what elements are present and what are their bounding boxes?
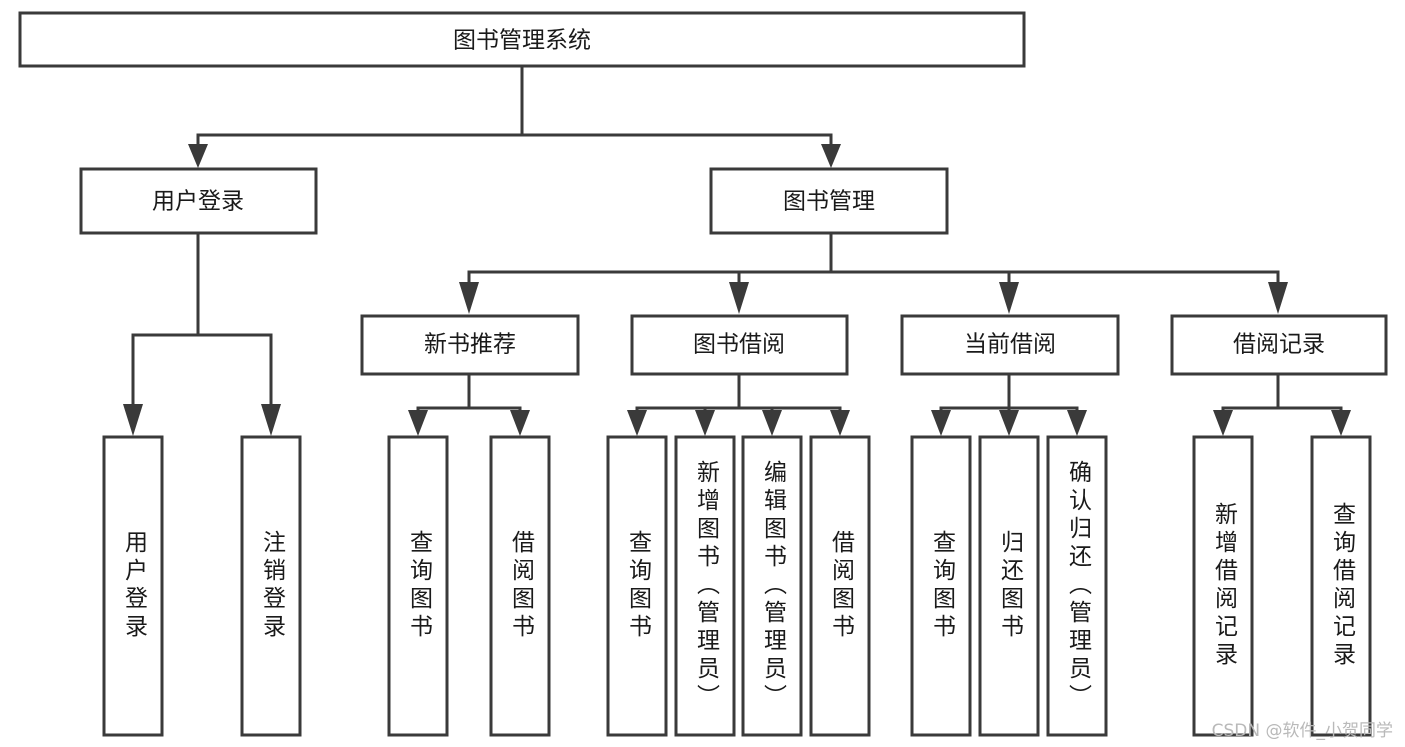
node-leaf-user-login-1[interactable]: 用户登录 xyxy=(102,435,164,737)
node-leaf-current-borrow-2[interactable]: 归还图书 xyxy=(978,435,1040,737)
node-book-management-rect[interactable] xyxy=(709,167,949,235)
arrow-user-login-leaf-1 xyxy=(123,404,143,436)
node-book-management[interactable]: 图书管理 xyxy=(709,167,949,235)
node-leaf-current-borrow-3-rect[interactable] xyxy=(1046,435,1108,737)
node-leaf-book-borrow-4-rect[interactable] xyxy=(809,435,871,737)
node-leaf-borrow-record-1[interactable]: 新增借阅记录 xyxy=(1192,435,1254,737)
node-current-borrow-label: 当前借阅 xyxy=(964,332,1056,358)
node-leaf-current-borrow-1[interactable]: 查询图书 xyxy=(910,435,972,737)
node-leaf-current-borrow-2-label: 归还图书 xyxy=(997,530,1025,642)
node-leaf-book-borrow-2-rect[interactable] xyxy=(674,435,736,737)
node-leaf-new-book-2[interactable]: 借阅图书 xyxy=(489,435,551,737)
node-borrow-record-label: 借阅记录 xyxy=(1233,332,1325,358)
node-leaf-book-borrow-2-label: 新增图书（管理员） xyxy=(693,460,721,712)
node-leaf-user-login-2[interactable]: 注销登录 xyxy=(240,435,302,737)
node-leaf-current-borrow-3[interactable]: 确认归还（管理员） xyxy=(1046,435,1108,737)
node-user-login-rect[interactable] xyxy=(79,167,318,235)
connector-layer xyxy=(123,64,1351,436)
arrow-book-mgmt-to-book-borrow xyxy=(729,282,749,314)
node-leaf-new-book-2-rect[interactable] xyxy=(489,435,551,737)
node-new-book-recommend-rect[interactable] xyxy=(360,314,580,376)
node-root-rect[interactable] xyxy=(18,11,1026,68)
node-leaf-borrow-record-1-label: 新增借阅记录 xyxy=(1211,502,1239,670)
node-borrow-record[interactable]: 借阅记录 xyxy=(1170,314,1388,376)
node-leaf-borrow-record-2-label: 查询借阅记录 xyxy=(1329,502,1357,670)
arrow-new-book-leaf-1 xyxy=(408,410,428,436)
arrow-book-mgmt-to-borrow-record xyxy=(1268,282,1288,314)
node-new-book-recommend-label: 新书推荐 xyxy=(424,332,516,358)
node-leaf-current-borrow-3-label: 确认归还（管理员） xyxy=(1065,460,1093,712)
node-leaf-new-book-2-label: 借阅图书 xyxy=(508,530,536,642)
node-leaf-user-login-1-label: 用户登录 xyxy=(121,530,149,642)
node-leaf-current-borrow-1-rect[interactable] xyxy=(910,435,972,737)
node-leaf-new-book-1-rect[interactable] xyxy=(387,435,449,737)
arrow-borrow-record-leaf-2 xyxy=(1331,410,1351,436)
node-leaf-user-login-2-rect[interactable] xyxy=(240,435,302,737)
node-current-borrow[interactable]: 当前借阅 xyxy=(900,314,1120,376)
arrow-book-borrow-leaf-1 xyxy=(627,410,647,436)
arrow-current-borrow-leaf-3 xyxy=(1067,410,1087,436)
node-leaf-user-login-1-rect[interactable] xyxy=(102,435,164,737)
node-leaf-book-borrow-1-rect[interactable] xyxy=(606,435,668,737)
node-leaf-borrow-record-2[interactable]: 查询借阅记录 xyxy=(1310,435,1372,737)
arrow-book-borrow-leaf-2 xyxy=(695,410,715,436)
node-leaf-book-borrow-3[interactable]: 编辑图书（管理员） xyxy=(741,435,803,737)
arrow-user-login-leaf-2 xyxy=(261,404,281,436)
arrow-new-book-leaf-2 xyxy=(510,410,530,436)
node-root-system[interactable]: 图书管理系统 xyxy=(18,11,1026,68)
arrow-book-mgmt-to-current-borrow xyxy=(999,282,1019,314)
node-leaf-book-borrow-4-label: 借阅图书 xyxy=(828,530,856,642)
arrow-current-borrow-leaf-2 xyxy=(999,410,1019,436)
node-leaf-borrow-record-2-rect[interactable] xyxy=(1310,435,1372,737)
arrow-current-borrow-leaf-1 xyxy=(931,410,951,436)
node-leaf-current-borrow-1-label: 查询图书 xyxy=(929,530,957,642)
node-leaf-borrow-record-1-rect[interactable] xyxy=(1192,435,1254,737)
arrow-book-borrow-leaf-4 xyxy=(830,410,850,436)
node-new-book-recommend[interactable]: 新书推荐 xyxy=(360,314,580,376)
arrow-root-to-book-mgmt xyxy=(821,144,841,168)
node-leaf-book-borrow-3-label: 编辑图书（管理员） xyxy=(760,460,788,712)
node-book-management-label: 图书管理 xyxy=(783,189,875,215)
node-root-label: 图书管理系统 xyxy=(453,28,591,54)
arrow-book-mgmt-to-new-book xyxy=(459,282,479,314)
node-user-login-label: 用户登录 xyxy=(152,189,244,215)
node-leaf-user-login-2-label: 注销登录 xyxy=(259,530,287,642)
node-leaf-current-borrow-2-rect[interactable] xyxy=(978,435,1040,737)
node-borrow-record-rect[interactable] xyxy=(1170,314,1388,376)
node-user-login[interactable]: 用户登录 xyxy=(79,167,318,235)
arrow-book-borrow-leaf-3 xyxy=(762,410,782,436)
node-leaf-book-borrow-2[interactable]: 新增图书（管理员） xyxy=(674,435,736,737)
node-book-borrow-label: 图书借阅 xyxy=(693,332,785,358)
node-leaf-book-borrow-1[interactable]: 查询图书 xyxy=(606,435,668,737)
node-leaf-book-borrow-4[interactable]: 借阅图书 xyxy=(809,435,871,737)
node-leaf-new-book-1-label: 查询图书 xyxy=(406,530,434,642)
arrow-root-to-user-login xyxy=(188,144,208,168)
arrow-borrow-record-leaf-1 xyxy=(1213,410,1233,436)
node-leaf-new-book-1[interactable]: 查询图书 xyxy=(387,435,449,737)
node-leaf-book-borrow-3-rect[interactable] xyxy=(741,435,803,737)
node-book-borrow[interactable]: 图书借阅 xyxy=(630,314,849,376)
node-book-borrow-rect[interactable] xyxy=(630,314,849,376)
node-current-borrow-rect[interactable] xyxy=(900,314,1120,376)
node-leaf-book-borrow-1-label: 查询图书 xyxy=(625,530,653,642)
